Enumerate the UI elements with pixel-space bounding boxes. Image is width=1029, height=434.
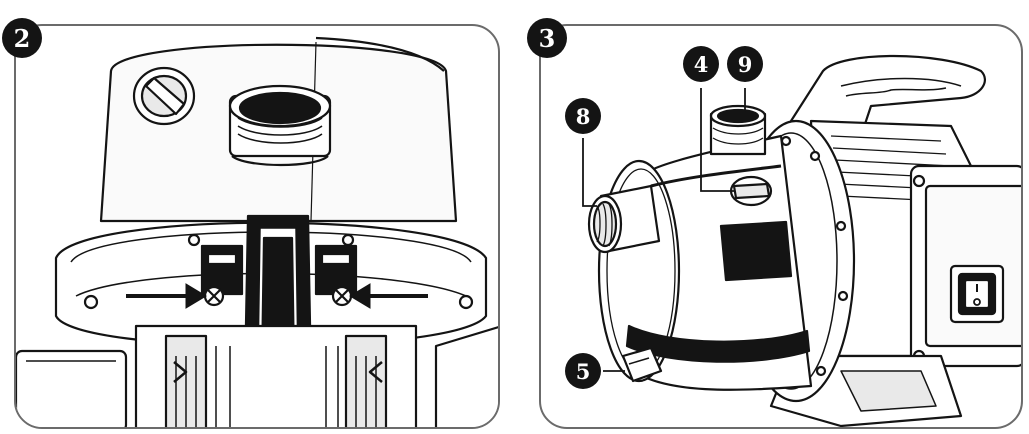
callout-5: 5 — [565, 353, 601, 389]
suction-inlet — [587, 184, 661, 254]
leader-8 — [582, 138, 597, 207]
callout-9: 9 — [727, 46, 763, 82]
filler-plug-knob — [132, 66, 196, 126]
threaded-outlet — [228, 84, 332, 167]
pressure-outlet — [709, 104, 767, 156]
arrow-right — [349, 283, 428, 309]
callout-8: 8 — [565, 98, 601, 134]
jet-pump-illustration — [582, 54, 1021, 427]
screw-right — [331, 285, 353, 307]
power-switch — [949, 264, 1005, 324]
callout-4: 4 — [683, 46, 719, 82]
screw-left — [203, 285, 225, 307]
step-number-3: 3 — [527, 18, 567, 58]
filler-plug — [729, 175, 773, 207]
drain-plug — [621, 346, 663, 383]
pump-underside-illustration — [16, 36, 498, 427]
arrow-left — [126, 283, 207, 309]
leader-4 — [700, 88, 734, 192]
step-number-2: 2 — [2, 18, 42, 58]
figure-step-2-panel — [14, 24, 500, 429]
figure-step-3-panel: 8 4 9 5 — [539, 24, 1023, 429]
